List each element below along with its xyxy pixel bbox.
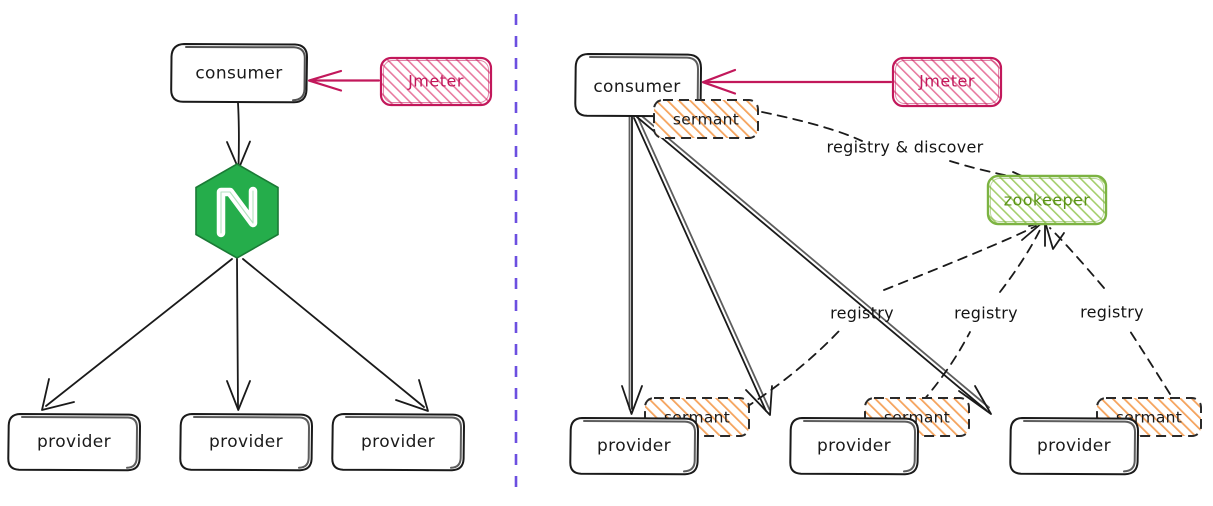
left-nginx-node[interactable]: [195, 163, 279, 259]
right-edge-jmeter-to-consumer: [701, 68, 893, 95]
nginx-hexagon: [195, 163, 279, 259]
right-jmeter-box-inner: [895, 60, 999, 104]
left-consumer-node[interactable]: consumer: [170, 43, 308, 104]
left-edge-jmeter-to-consumer: [307, 69, 381, 92]
label-registry-2: registry: [954, 304, 1018, 323]
right-zookeeper-node[interactable]: zookeeper: [986, 174, 1108, 226]
nginx-n-glyph-outline-icon: [220, 190, 254, 234]
zookeeper-box-inner: [990, 178, 1104, 222]
right-jmeter-label: Jmeter: [918, 72, 975, 91]
left-provider-node-1[interactable]: provider: [7, 413, 141, 472]
right-panel-sermant-architecture: consumer sermant Jmeter zookeeper regist…: [569, 53, 1202, 476]
sermant-badge-box-consumer: [653, 99, 759, 139]
right-provider-label-3: provider: [1037, 436, 1111, 456]
left-jmeter-box-inner: [383, 60, 489, 103]
right-edge-consumer-to-provider-3: [636, 113, 992, 415]
left-jmeter-node[interactable]: Jmeter: [379, 56, 493, 107]
left-provider-label-3: provider: [361, 432, 435, 452]
left-jmeter-box: [379, 56, 493, 107]
zookeeper-label: zookeeper: [1004, 191, 1091, 210]
left-provider-label-2: provider: [209, 432, 283, 452]
right-provider-label-1: provider: [597, 436, 671, 456]
nginx-n-glyph-icon: [216, 186, 258, 238]
left-panel-nginx-architecture: consumer Jmeter: [7, 43, 493, 472]
left-provider-label-1: provider: [37, 432, 111, 452]
label-registry-3: registry: [1080, 303, 1144, 322]
right-jmeter-node[interactable]: Jmeter: [891, 56, 1003, 108]
right-provider-node-1[interactable]: provider: [569, 417, 699, 476]
left-jmeter-label: Jmeter: [407, 72, 464, 91]
left-edge-nginx-to-provider-3: [242, 258, 429, 412]
label-registry-1: registry: [830, 304, 894, 323]
right-consumer-sermant-badge[interactable]: sermant: [653, 99, 759, 139]
right-provider-node-2[interactable]: provider: [789, 417, 919, 476]
right-provider-node-3[interactable]: provider: [1009, 417, 1139, 476]
left-provider-node-3[interactable]: provider: [331, 413, 465, 472]
left-edge-nginx-to-provider-2: [226, 258, 251, 411]
right-edge-consumer-to-provider-1: [621, 116, 643, 415]
right-edge-registry-provider-3: [1045, 224, 1171, 395]
zookeeper-box: [986, 174, 1108, 226]
right-provider-label-2: provider: [817, 436, 891, 456]
left-provider-node-2[interactable]: provider: [179, 413, 313, 472]
label-registry-and-discover: registry & discover: [826, 138, 983, 157]
right-consumer-sermant-label: sermant: [673, 111, 739, 129]
left-consumer-label: consumer: [195, 64, 282, 84]
right-consumer-label: consumer: [593, 77, 680, 97]
left-edge-nginx-to-provider-1: [41, 258, 233, 411]
right-jmeter-box: [891, 56, 1003, 108]
right-edge-consumer-to-provider-2: [633, 115, 773, 416]
